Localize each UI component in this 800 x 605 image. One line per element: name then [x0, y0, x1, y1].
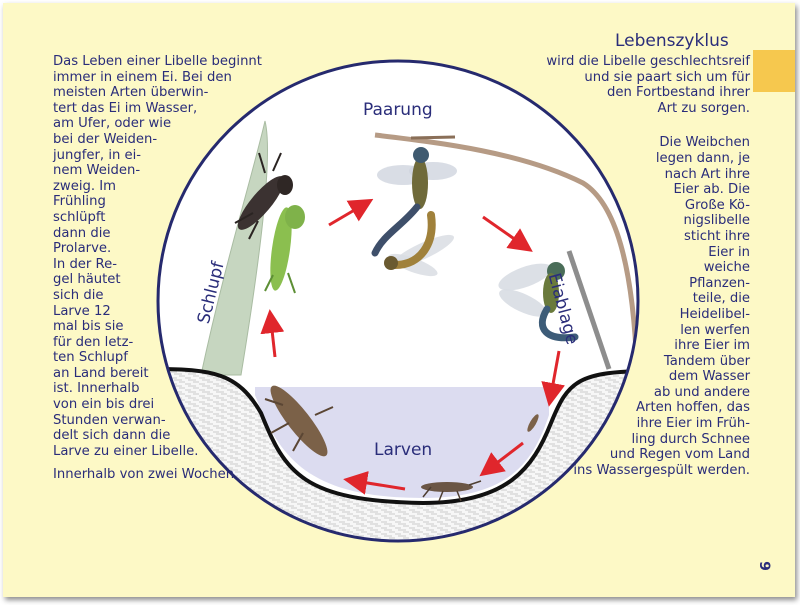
- text-line: ab und andere: [423, 385, 750, 401]
- text-line: ten Schlupf: [53, 350, 285, 366]
- text-line: Eier ab. Die: [423, 182, 750, 198]
- text-line: Prolarve.: [53, 241, 285, 257]
- text-line: teile, die: [423, 291, 750, 307]
- text-line: immer in einem Ei. Bei den: [53, 70, 285, 86]
- book-page: Paarung Eiablage Larven Schlupf Lebenszy…: [3, 3, 795, 597]
- text-line: Art zu sorgen.: [423, 101, 750, 117]
- text-line: ihre Eier im Früh-: [423, 416, 750, 432]
- page-number: 9: [756, 561, 772, 571]
- text-line: ihre Eier im: [423, 338, 750, 354]
- text-line: nach Art ihre: [423, 167, 750, 183]
- text-line: mal bis sie: [53, 319, 285, 335]
- text-line: legen dann, je: [423, 151, 750, 167]
- right-text-column: wird die Libelle geschlechtsreif und sie…: [423, 54, 750, 478]
- text-line: bei der Weiden-: [53, 132, 285, 148]
- text-line: meisten Arten überwin-: [53, 85, 285, 101]
- text-line: gel häutet: [53, 272, 285, 288]
- text-line: wird die Libelle geschlechtsreif: [423, 54, 750, 70]
- text-line: für den letz-: [53, 335, 285, 351]
- text-line: an Land bereit: [53, 366, 285, 382]
- text-line: Larve 12: [53, 304, 285, 320]
- text-line: Larve zu einer Libelle.: [53, 444, 285, 460]
- text-line: weiche: [423, 260, 750, 276]
- text-line: tert das Ei im Wasser,: [53, 101, 285, 117]
- text-line: Innerhalb von zwei Wochen: [53, 467, 285, 483]
- text-line: Große Kö-: [423, 198, 750, 214]
- text-line: zweig. Im: [53, 179, 285, 195]
- text-line: delt sich dann die: [53, 428, 285, 444]
- text-line: ins Wassergespült werden.: [423, 463, 750, 479]
- page-title: Lebenszyklus: [615, 31, 729, 51]
- text-line: Arten hoffen, das: [423, 400, 750, 416]
- text-line: ist. Innerhalb: [53, 381, 285, 397]
- text-line: dem Wasser: [423, 369, 750, 385]
- text-line: sich die: [53, 288, 285, 304]
- text-line: Eier in: [423, 245, 750, 261]
- text-line: Das Leben einer Libelle beginnt: [53, 54, 285, 70]
- text-line: am Ufer, oder wie: [53, 116, 285, 132]
- text-line: Stunden verwan-: [53, 413, 285, 429]
- text-line: und sie paart sich um für: [423, 70, 750, 86]
- text-line: von ein bis drei: [53, 397, 285, 413]
- text-line: In der Re-: [53, 257, 285, 273]
- text-line: dann die: [53, 226, 285, 242]
- text-line: Pflanzen-: [423, 276, 750, 292]
- text-line: und Regen vom Land: [423, 447, 750, 463]
- text-line: nigslibelle: [423, 213, 750, 229]
- text-line: Die Weibchen: [423, 135, 750, 151]
- text-line: Tandem über: [423, 354, 750, 370]
- text-line: den Fortbestand ihrer: [423, 85, 750, 101]
- text-line: sticht ihre: [423, 229, 750, 245]
- text-line: Frühling: [53, 194, 285, 210]
- text-line: ling durch Schnee: [423, 432, 750, 448]
- text-line: jungfer, in ei-: [53, 148, 285, 164]
- text-line: nem Weiden-: [53, 163, 285, 179]
- text-line: schlüpft: [53, 210, 285, 226]
- left-text-column: Das Leben einer Libelle beginnt immer in…: [53, 54, 285, 483]
- text-line: len werfen: [423, 323, 750, 339]
- text-line: Heidelibel-: [423, 307, 750, 323]
